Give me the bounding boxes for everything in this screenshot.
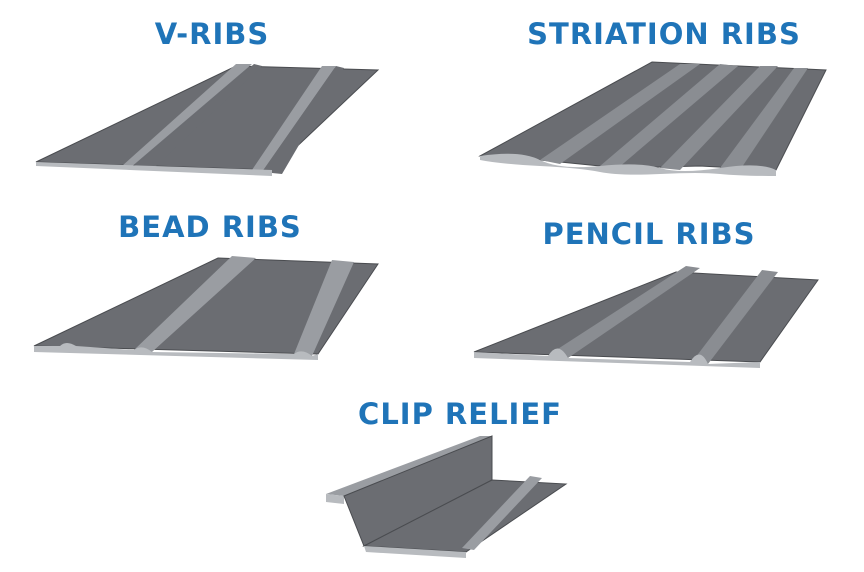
striation-ribs-label: STRIATION RIBS (527, 17, 801, 51)
bead-ribs-label: BEAD RIBS (118, 210, 302, 244)
clip-relief-label: CLIP RELIEF (358, 397, 562, 431)
pencil-ribs-label: PENCIL RIBS (542, 217, 756, 251)
v-ribs-label: V-RIBS (154, 17, 270, 51)
